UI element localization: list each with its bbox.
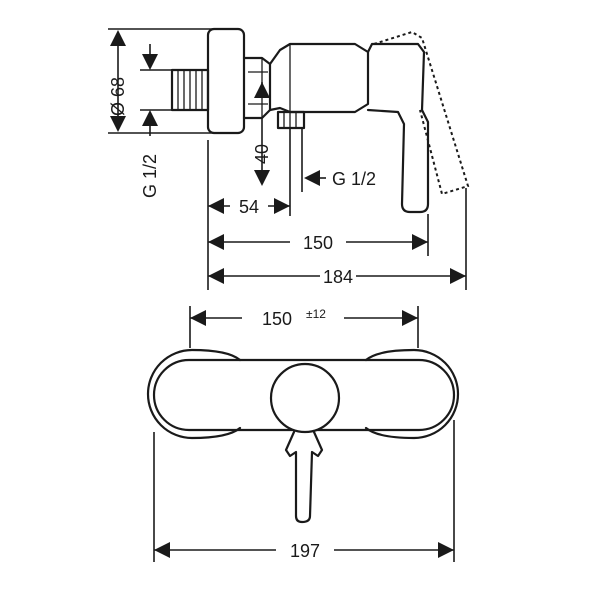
dimension-outlet-thread-label: G 1/2 xyxy=(332,169,376,189)
dimension-40-label: 40 xyxy=(252,144,272,164)
dimension-centers-tolerance: ±12 xyxy=(306,307,326,321)
right-cover-disc xyxy=(364,348,460,440)
outlet-thread-stub xyxy=(276,110,306,130)
dimension-overall: 197 xyxy=(153,420,455,562)
dimension-150-side-label: 150 xyxy=(303,233,333,253)
side-view: Ø 68 G 1/2 40 G 1/2 xyxy=(108,27,470,290)
front-view: 150 ±12 197 xyxy=(146,306,460,562)
union-nut xyxy=(242,56,272,120)
dimension-diameter-label: Ø 68 xyxy=(108,77,128,116)
handle-lever-front xyxy=(284,430,324,524)
handle-knob xyxy=(269,362,341,434)
dimension-outlet-thread: G 1/2 xyxy=(289,128,376,216)
dimension-diameter: Ø 68 xyxy=(108,28,216,134)
dimension-40: 40 xyxy=(252,82,272,186)
dimension-centers-label: 150 xyxy=(262,309,292,329)
dimension-150-side: 150 xyxy=(208,214,429,256)
inlet-thread-nipple xyxy=(170,68,210,112)
dimension-overall-label: 197 xyxy=(290,541,320,561)
dimension-inlet-thread-label: G 1/2 xyxy=(140,154,160,198)
handle-rotated-outline xyxy=(373,30,470,196)
wall-cover-disc xyxy=(206,27,246,135)
dimension-54: 54 xyxy=(207,140,290,290)
handle-lever xyxy=(366,42,430,214)
mixer-body xyxy=(268,42,370,114)
dimension-184-label: 184 xyxy=(323,267,353,287)
left-cover-disc xyxy=(146,348,242,440)
dimension-centers: 150 ±12 xyxy=(189,306,419,348)
dimension-inlet-thread: G 1/2 xyxy=(140,44,176,198)
dimension-54-label: 54 xyxy=(239,197,259,217)
dimension-184: 184 xyxy=(208,188,467,290)
